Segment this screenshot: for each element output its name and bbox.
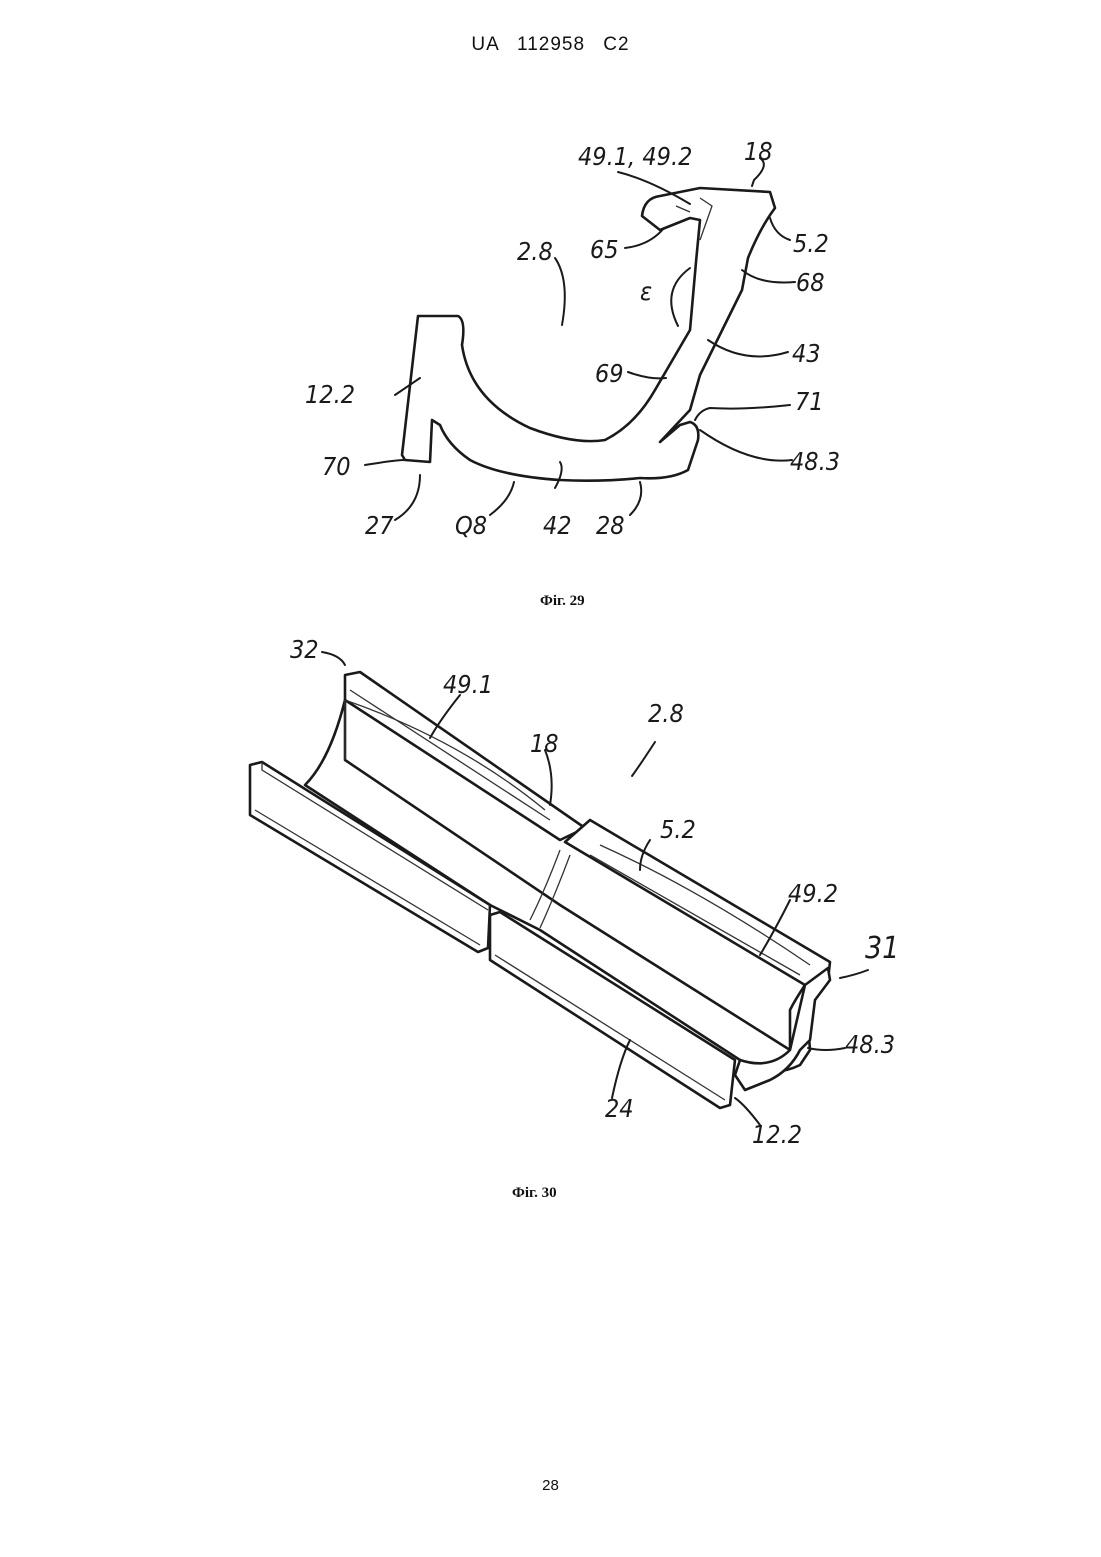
label-5-2: 5.2 [793, 229, 829, 258]
label-32: 32 [290, 635, 319, 664]
figure-29-caption: Фіг. 29 [540, 593, 585, 610]
leader-32 [322, 652, 345, 665]
leader-71 [695, 405, 790, 420]
label-2-8-fig30: 2.8 [648, 699, 684, 728]
leader-43 [708, 340, 788, 356]
label-28: 28 [596, 511, 625, 540]
label-71: 71 [795, 387, 824, 416]
label-Q8: Q8 [455, 511, 487, 540]
label-49-2: 49.2 [788, 879, 838, 908]
label-49-1-49-2: 49.1, 49.2 [578, 142, 692, 171]
label-24: 24 [605, 1094, 634, 1123]
label-68: 68 [796, 268, 825, 297]
leader-65 [625, 228, 664, 248]
figure-30-drawing: 32 49.1 2.8 18 5.2 49.2 31 48.3 24 12.2 [250, 635, 899, 1149]
label-12-2: 12.2 [305, 380, 355, 409]
label-48-3-fig30: 48.3 [845, 1030, 895, 1059]
label-2-8: 2.8 [517, 237, 553, 266]
leader-18-fig30 [545, 750, 552, 805]
label-18-fig30: 18 [530, 729, 559, 758]
label-43: 43 [792, 339, 821, 368]
page-number: 28 [0, 1477, 1101, 1494]
leader-5-2 [770, 218, 790, 240]
leader-31 [840, 970, 868, 978]
label-5-2-fig30: 5.2 [660, 815, 696, 844]
label-42: 42 [543, 511, 572, 540]
leader-48-3-fig30 [808, 1048, 845, 1050]
leader-68 [742, 270, 795, 283]
label-69: 69 [595, 359, 624, 388]
label-65: 65 [590, 235, 619, 264]
label-48-3: 48.3 [790, 447, 840, 476]
leader-27 [395, 475, 420, 520]
leader-28 [630, 482, 641, 515]
label-70: 70 [322, 452, 351, 481]
epsilon-arc [671, 268, 690, 326]
leader-70 [365, 460, 405, 465]
label-49-1: 49.1 [443, 670, 493, 699]
label-18: 18 [744, 137, 773, 166]
leader-2-8-fig30 [632, 742, 655, 776]
label-31: 31 [865, 931, 899, 966]
label-12-2-fig30: 12.2 [752, 1120, 802, 1149]
figure-30-caption: Фіг. 30 [512, 1185, 557, 1202]
leader-69 [628, 372, 666, 378]
leader-48-3 [700, 430, 792, 461]
leader-2-8 [555, 258, 565, 325]
profile-outline [402, 188, 775, 481]
leader-Q8 [490, 482, 514, 515]
label-epsilon: ε [640, 277, 652, 306]
label-27: 27 [365, 511, 394, 540]
